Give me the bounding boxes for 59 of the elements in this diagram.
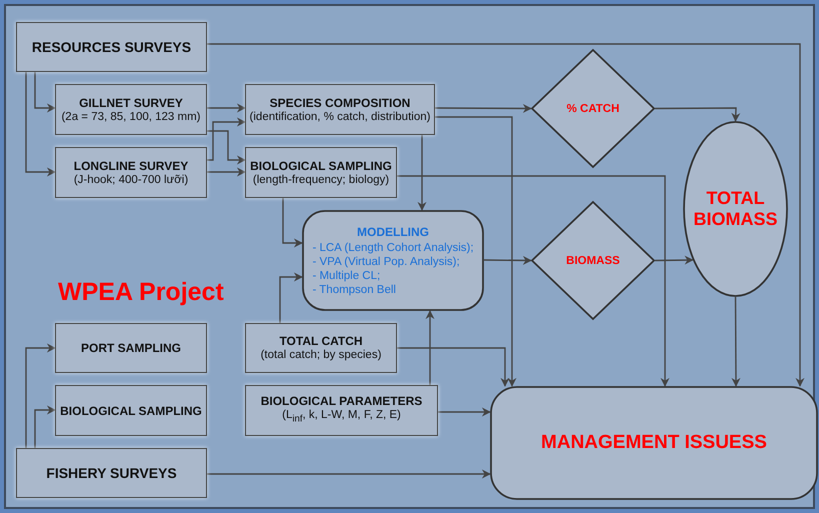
arrow — [207, 470, 491, 478]
node-detail: (identification, % catch, distribution) — [250, 110, 430, 124]
arrow — [207, 43, 804, 387]
arrow — [207, 118, 246, 161]
arrow — [397, 347, 510, 387]
node-title: TOTAL BIOMASS — [692, 188, 778, 230]
process-box — [245, 84, 435, 135]
arrow — [207, 104, 246, 112]
process-box — [55, 323, 207, 373]
project-title: WPEA Project — [58, 278, 224, 307]
node-detail: (2a = 73, 85, 100, 123 mm) — [61, 110, 201, 124]
node-detail: (length-frequency; biology) — [252, 172, 390, 186]
node-detail: - Multiple CL; — [312, 268, 382, 282]
process-box — [16, 22, 207, 72]
process-box — [16, 448, 207, 498]
arrow — [655, 256, 694, 265]
process-box — [55, 84, 207, 135]
process-box — [245, 147, 397, 198]
node-title: FISHERY SURVEYS — [46, 466, 177, 480]
node-detail: - VPA (Virtual Pop. Analysis); — [312, 254, 461, 268]
node-title: PORT SAMPLING — [80, 341, 181, 355]
arrow — [34, 406, 56, 448]
node-detail: - LCA (Length Cohort Analysis); — [312, 240, 474, 254]
arrow — [418, 135, 426, 211]
node-title: BIOMASS — [566, 254, 620, 268]
arrow — [426, 310, 434, 385]
node-title: SPECIES COMPOSITION — [268, 96, 412, 110]
node-title: GILLNET SURVEY — [78, 96, 184, 110]
node-title: BIOLOGICAL SAMPLING — [250, 158, 392, 172]
arrow — [435, 116, 516, 387]
node-detail: - Thompson Bell — [312, 282, 397, 296]
arrow — [435, 104, 532, 113]
node-title: % CATCH — [566, 102, 620, 116]
node-detail: (total catch; by species) — [260, 348, 382, 362]
arrow — [397, 175, 670, 387]
process-box — [55, 385, 207, 436]
arrow — [25, 344, 56, 448]
process-box — [245, 323, 397, 373]
arrow — [279, 272, 303, 323]
node-title: LONGLINE SURVEY — [74, 158, 188, 172]
arrow — [207, 130, 246, 164]
arrow — [207, 168, 246, 176]
arrow — [34, 72, 56, 112]
node-title: BIOLOGICAL SAMPLING — [60, 404, 202, 418]
node-detail: (L$_{inf}$, k, L-W, M, F, Z, E) — [281, 408, 402, 427]
arrow — [438, 408, 491, 416]
process-box — [245, 385, 438, 436]
node-detail: (J-hook; 400-700 lưỡi) — [74, 172, 188, 186]
arrow — [25, 72, 56, 176]
arrow — [655, 107, 740, 122]
node-title: TOTAL CATCH — [278, 334, 364, 348]
node-title: RESOURCES SURVEYS — [32, 40, 192, 54]
arrow — [484, 256, 532, 265]
node-title: MANAGEMENT ISSUESS — [541, 432, 767, 454]
node-title: MODELLING — [356, 224, 430, 238]
arrow — [731, 297, 740, 387]
node-title: BIOLOGICAL PARAMETERS — [260, 394, 422, 408]
process-box — [55, 147, 207, 198]
arrow — [282, 198, 303, 248]
